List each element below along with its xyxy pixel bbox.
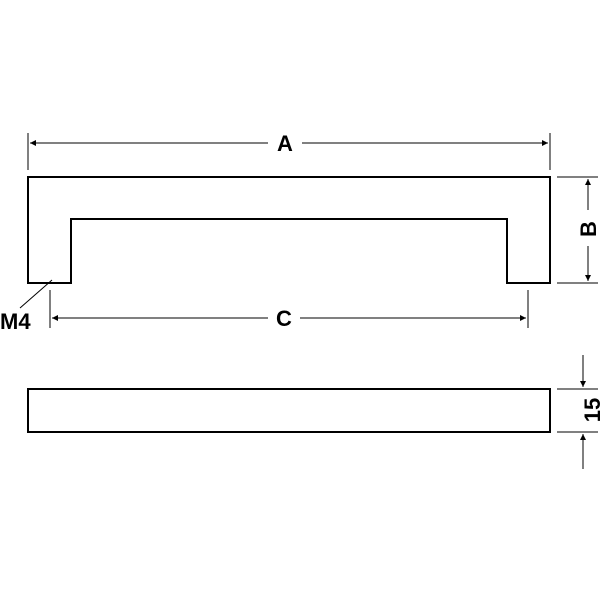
dimension-a-label: A: [277, 131, 293, 156]
dimension-thickness-label: 15: [580, 398, 600, 422]
dimension-thickness: 15: [557, 355, 600, 469]
dimension-c-label: C: [276, 306, 292, 331]
thread-label: M4: [0, 309, 31, 334]
handle-side-view: [27, 388, 551, 433]
handle-front-view: [27, 176, 551, 284]
dimension-b-label: B: [576, 221, 600, 237]
dimension-b: B: [557, 176, 600, 284]
thread-callout: M4: [0, 279, 53, 334]
dimension-a: A: [27, 131, 551, 170]
dimension-c: C: [49, 290, 529, 331]
